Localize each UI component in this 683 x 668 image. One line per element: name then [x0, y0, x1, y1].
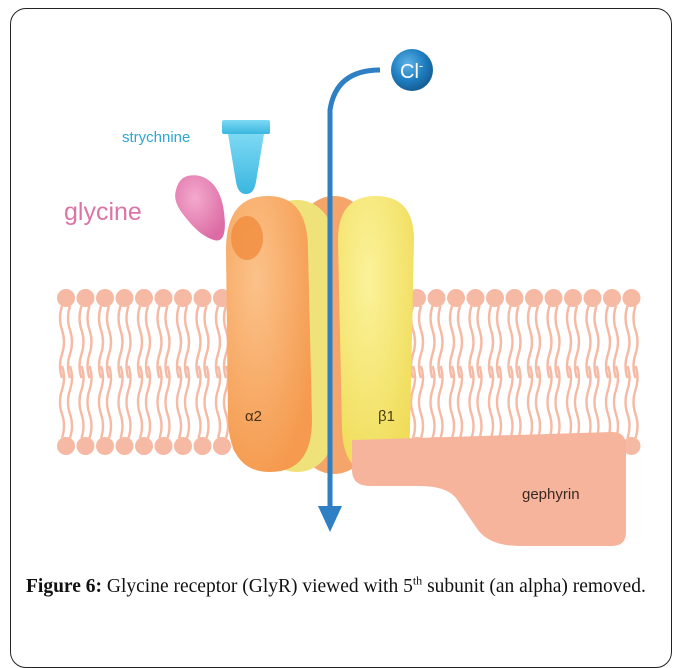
- lipid-head: [135, 437, 153, 455]
- lipid-head: [77, 437, 95, 455]
- lipid-head: [155, 437, 173, 455]
- lipid-head: [428, 289, 446, 307]
- gephyrin-label: gephyrin: [522, 486, 580, 503]
- figure-caption: Figure 6: Glycine receptor (GlyR) viewed…: [26, 572, 656, 601]
- lipid-head: [174, 289, 192, 307]
- lipid-head: [116, 289, 134, 307]
- lipid-head: [116, 437, 134, 455]
- strychnine-label: strychnine: [122, 129, 190, 146]
- lipid-head: [486, 289, 504, 307]
- beta1-label: β1: [378, 408, 395, 425]
- lipid-head: [623, 289, 641, 307]
- strychnine-molecule: [222, 120, 270, 194]
- beta1-subunit: [338, 196, 414, 474]
- lipid-head: [506, 289, 524, 307]
- caption-text: Glycine receptor (GlyR) viewed with 5: [107, 576, 413, 597]
- lipid-head: [467, 289, 485, 307]
- lipid-head: [603, 289, 621, 307]
- lipid-head: [57, 437, 75, 455]
- glycine-molecule: [175, 175, 225, 240]
- lipid-head: [564, 289, 582, 307]
- lipid-head: [194, 289, 212, 307]
- caption-superscript: th: [413, 574, 422, 588]
- binding-pocket: [231, 216, 263, 260]
- lipid-head: [135, 289, 153, 307]
- receptor-complex: [226, 196, 414, 474]
- lipid-head: [545, 289, 563, 307]
- lipid-head: [155, 289, 173, 307]
- arrowhead: [318, 506, 342, 532]
- lipid-head: [194, 437, 212, 455]
- lipid-head: [584, 289, 602, 307]
- lipid-head: [96, 289, 114, 307]
- figure-number: Figure 6:: [26, 576, 102, 597]
- lipid-head: [77, 289, 95, 307]
- lipid-head: [174, 437, 192, 455]
- caption-text-end: subunit (an alpha) removed.: [427, 576, 646, 597]
- gephyrin-shape: [352, 432, 626, 546]
- lipid-head: [96, 437, 114, 455]
- lipid-head: [213, 437, 231, 455]
- lipid-head: [447, 289, 465, 307]
- lipid-head: [57, 289, 75, 307]
- alpha2-label: α2: [245, 408, 262, 425]
- glycine-label: glycine: [64, 198, 142, 226]
- glycine-receptor-diagram: gephyrin α2 β1 strychnine glycine Cl-: [0, 0, 683, 570]
- lipid-head: [525, 289, 543, 307]
